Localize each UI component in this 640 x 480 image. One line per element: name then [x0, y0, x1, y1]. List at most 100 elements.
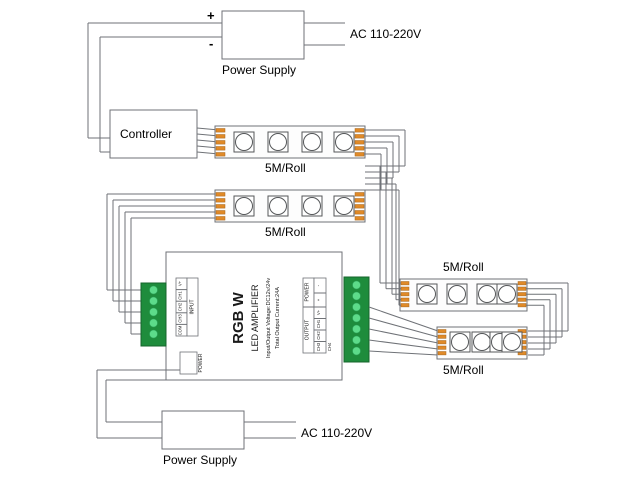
strip-1-left-pad-2: [215, 134, 226, 139]
input-terminal-label-ch3: CH3: [178, 314, 183, 323]
amplifier-power-jack-label: POWER: [198, 353, 204, 372]
input-terminal-4[interactable]: [149, 318, 158, 328]
amplifier-spec-voltage: Input/Output Voltage:DC12v/24v: [266, 278, 272, 358]
bottom-power-supply: [96, 369, 296, 450]
strip-4-label: 5M/Roll: [443, 363, 484, 377]
strip-1-left-pad-3: [215, 140, 226, 145]
strip-1-right-pad-3: [354, 140, 365, 145]
strip-1-leds: [233, 131, 355, 153]
amp-out-wire-2: [368, 317, 439, 338]
strip-2-right-pad-5: [354, 216, 365, 221]
strip-3-label: 5M/Roll: [443, 260, 484, 274]
output-terminal-6[interactable]: [352, 335, 361, 345]
top-ps-plus-sign: +: [207, 8, 215, 23]
input-terminal-5[interactable]: [149, 329, 158, 339]
input-terminal-1[interactable]: [149, 285, 158, 295]
strip-2-right-pad-4: [354, 210, 365, 215]
strip-4-left-pad-1: [437, 329, 447, 334]
strip-3-left-pad-2: [400, 286, 410, 291]
strip-3-left-pad-3: [400, 292, 410, 297]
strip-3-left-pad-1: [400, 281, 410, 286]
output-terminal-label-ch4: CH4: [327, 342, 332, 351]
led-strip-1: [214, 125, 406, 191]
strip-3-right-pad-3: [517, 292, 527, 297]
strip-2-left-pad-5: [215, 216, 226, 221]
bottom-power-supply-body: [161, 410, 245, 450]
output-terminal-label-ch2: CH2: [316, 331, 321, 340]
strip-3-right-pad-1: [517, 281, 527, 286]
strip-3-right-pad-4: [517, 297, 527, 302]
output-block-label: OUTPUT: [305, 320, 311, 341]
top-ps-ac-label: AC 110-220V: [350, 27, 422, 41]
strip-4-leds: [449, 331, 523, 353]
strip-2-right-pad-3: [354, 204, 365, 209]
bottom-ps-ac-label: AC 110-220V: [301, 426, 373, 440]
amplifier-title: RGB W: [230, 291, 247, 344]
amplifier-spec-current: Total Output Current:24A: [275, 287, 281, 349]
amp-out-wire-1: [368, 306, 439, 332]
strip-2-left-pad-3: [215, 204, 226, 209]
strip-2-label: 5M/Roll: [265, 225, 306, 239]
input-terminal-label-ch1: CH1: [178, 291, 183, 300]
amplifier-input-terminal-print: [175, 277, 199, 337]
amplifier-subtitle: LED AMPLIFIER: [250, 284, 260, 352]
strip-1-left-pad-5: [215, 152, 226, 157]
top-power-supply-body: [221, 10, 305, 60]
led-strip-4: [436, 326, 528, 360]
amp-out-wire-3: [368, 328, 439, 344]
controller-label: Controller: [120, 127, 173, 141]
strip-4-left-pad-3: [437, 340, 447, 345]
output-terminal-3[interactable]: [352, 302, 361, 312]
input-terminal-label-com: COM: [178, 325, 183, 335]
amp-out-wire-5: [368, 350, 439, 356]
strip-2-left-pad-4: [215, 210, 226, 215]
input-terminal-label-ch2: CH2: [178, 302, 183, 311]
top-power-supply: [87, 10, 345, 153]
output-power-terminal-minus: -: [316, 284, 321, 286]
input-terminal-label-v: V+: [178, 280, 183, 286]
strip-3-right-pad-2: [517, 286, 527, 291]
strip-2-right-pad-1: [354, 192, 365, 197]
strip-4-left-pad-5: [437, 351, 447, 356]
strip-3-left-pad-5: [400, 303, 410, 308]
output-power-label: POWER: [305, 282, 311, 301]
strip-1-right-pad-4: [354, 146, 365, 151]
output-terminal-2[interactable]: [352, 291, 361, 301]
led-strip-2: [106, 189, 366, 335]
output-terminal-7[interactable]: [352, 346, 361, 356]
strip-2-left-pad-2: [215, 198, 226, 203]
controller-body: [109, 109, 198, 159]
strip-4-left-pad-4: [437, 345, 447, 350]
led-strip-3: [365, 165, 569, 356]
input-block-label: INPUT: [190, 300, 196, 315]
output-terminal-label-ch1: CH1: [316, 319, 321, 328]
strip-1-left-pad-4: [215, 146, 226, 151]
input-terminal-2[interactable]: [149, 296, 158, 306]
amplifier-power-jack[interactable]: [179, 351, 198, 375]
output-power-terminal-plus: +: [316, 298, 321, 301]
output-terminal-4[interactable]: [352, 313, 361, 323]
amplifier-output-terminal-print: [302, 277, 327, 354]
strip-3-leds: [416, 283, 518, 305]
output-terminal-1[interactable]: [352, 280, 361, 290]
strip-3-right-pad-5: [517, 303, 527, 308]
strip-2-left-pad-1: [215, 192, 226, 197]
strip-1-label: 5M/Roll: [265, 161, 306, 175]
strip-2-right-pad-2: [354, 198, 365, 203]
controller: [109, 109, 220, 159]
amp-out-wire-4: [368, 339, 439, 350]
output-terminal-label-v: V+: [316, 309, 321, 315]
strip-3-left-pad-4: [400, 297, 410, 302]
strip-1-left-pad-1: [215, 128, 226, 133]
output-terminal-label-ch3: CH3: [316, 342, 321, 351]
strip-4-left-pad-2: [437, 334, 447, 339]
strip-2-leds: [233, 195, 355, 217]
top-ps-minus-sign: -: [209, 36, 214, 51]
output-terminal-5[interactable]: [352, 324, 361, 334]
led-amplifier: [140, 251, 439, 381]
strip-1-right-pad-5: [354, 152, 365, 157]
bottom-power-supply-label: Power Supply: [163, 453, 238, 467]
strip-1-right-pad-1: [354, 128, 365, 133]
input-terminal-3[interactable]: [149, 307, 158, 317]
